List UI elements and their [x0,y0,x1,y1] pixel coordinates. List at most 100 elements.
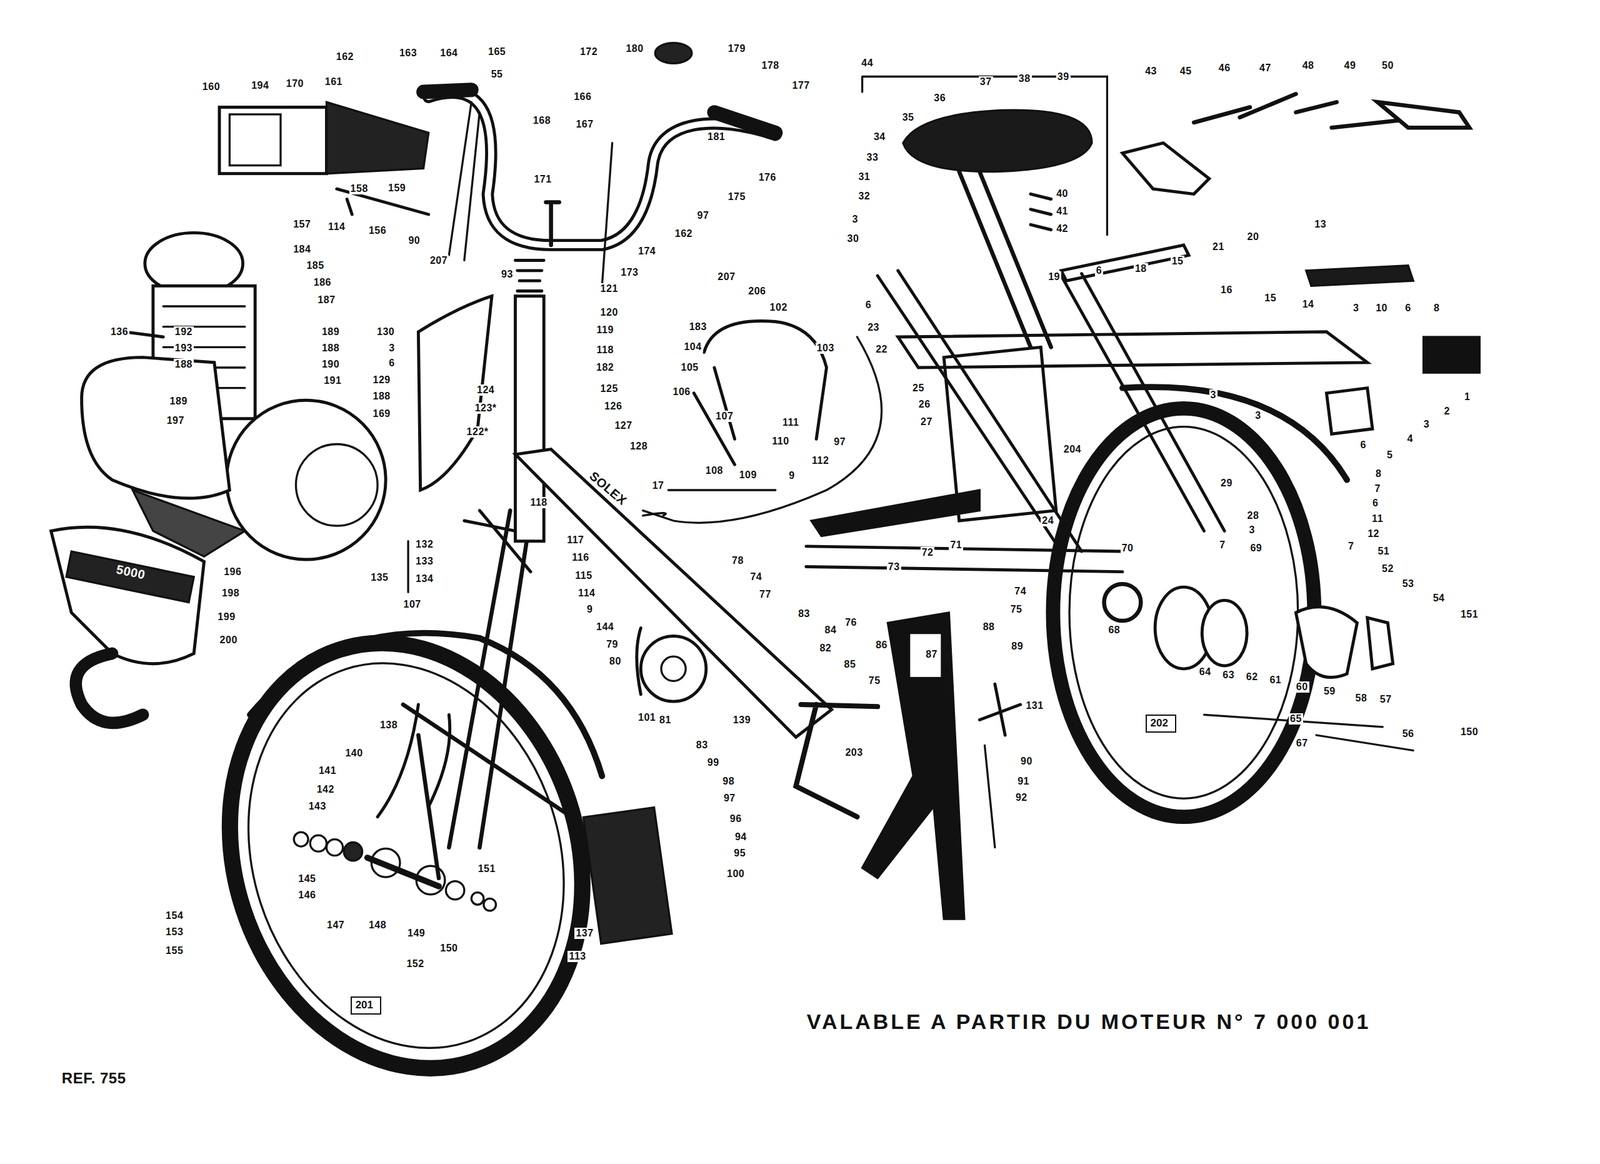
callout-number: 149 [406,927,427,939]
callout-number: 52 [1380,563,1395,575]
callout-number: 7 [1218,539,1227,551]
callout-number: 9 [787,470,796,482]
callout-number: 169 [371,408,392,420]
callout-number: 183 [688,321,709,333]
callout-number: 131 [1024,700,1045,712]
callout-number: 114 [326,221,347,233]
callout-number: 157 [291,218,312,230]
callout-number: 106 [671,386,692,398]
callout-number: 40 [1055,188,1070,200]
callout-number: 6 [387,357,396,369]
callout-number: 25 [911,382,926,394]
validity-note: VALABLE A PARTIR DU MOTEUR N° 7 000 001 [806,1010,1372,1034]
callout-number: 76 [843,616,859,629]
callout-number: 153 [164,926,185,938]
callout-number: 3 [1422,418,1431,430]
callout-number: 181 [706,131,727,143]
callout-number: 84 [823,624,839,636]
callout-number: 133 [414,555,435,567]
callout-number: 54 [1431,592,1447,604]
callout-number: 51 [1376,545,1391,557]
callout-number: 136 [109,326,130,338]
callout-number: 43 [1143,65,1159,77]
callout-number: 107 [714,410,735,422]
callout-number: 101 [636,711,657,724]
callout-number: 4 [1406,433,1415,445]
callout-number: 145 [296,873,317,885]
callout-number: 128 [628,440,649,452]
callout-number: 6 [1403,302,1412,314]
callout-number: 197 [165,415,186,427]
callout-number: 187 [316,294,337,306]
callout-number: 105 [680,361,700,374]
callout-number: 20 [1245,231,1260,243]
callout-number: 31 [856,171,872,183]
callout-number: 17 [651,480,666,492]
callout-number: 139 [731,714,752,726]
callout-number: 69 [1248,542,1264,554]
callout-number: 78 [730,555,745,567]
callout-number: 112 [810,455,830,467]
callout-number: 75 [867,675,882,687]
callout-number: 115 [573,570,594,582]
callout-number: 90 [406,235,422,247]
callout-number: 41 [1055,205,1070,217]
callout-number: 189 [168,395,189,407]
callout-number: 138 [378,719,399,731]
callout-number: 176 [757,171,778,184]
callout-number: 87 [924,648,939,660]
callout-number: 172 [578,46,599,58]
callout-number: 16 [1219,284,1234,296]
callout-number: 135 [369,571,390,584]
callout-number: 18 [1133,263,1149,275]
callout-number: 83 [695,739,710,751]
callout-number: 129 [371,374,392,386]
callout-number: 79 [605,638,620,650]
callout-number: 177 [791,80,812,92]
callout-number: 104 [682,341,703,353]
callout-number: 81 [658,714,673,726]
callout-number: 3 [850,213,859,225]
callout-number: 150 [438,942,459,954]
callout-number: 56 [1401,728,1416,740]
callout-number: 110 [770,435,790,447]
callout-number: 188 [173,358,194,370]
callout-number: 7 [1346,540,1355,552]
callout-number: 28 [1245,510,1260,522]
callout-number: 170 [285,78,305,90]
callout-number: 3 [1351,302,1360,314]
callout-number: 99 [706,756,721,769]
callout-number: 116 [570,551,590,564]
callout-number: 124 [475,384,496,396]
callout-number: 173 [619,266,640,279]
callout-number: 162 [335,51,355,63]
callout-number: 45 [1178,65,1194,77]
callout-number: 82 [818,642,833,654]
callout-number: 165 [486,46,507,58]
callout-number: 37 [978,76,994,88]
callout-number: 134 [414,573,435,585]
callout-number: 207 [716,271,737,283]
reference-note: REF. 755 [60,1070,128,1087]
box-text: 201 [351,997,380,1012]
callout-number: 188 [371,390,392,402]
callout-number: 203 [843,746,864,759]
callout-number: 127 [613,420,634,432]
callout-number: 57 [1378,693,1394,705]
callout-number: 163 [398,47,419,59]
callout-number: 72 [920,546,935,559]
callout-number: 94 [733,831,749,843]
box-text: 202 [1146,715,1175,730]
callout-number: 53 [1401,578,1416,590]
callout-number: 34 [872,131,887,143]
callout-number: 88 [981,621,997,633]
callout-number: 144 [595,621,615,633]
callout-number: 166 [572,91,593,103]
callout-number: 19 [1046,271,1062,283]
callout-number: 130 [375,326,396,338]
callout-number: 178 [760,60,781,72]
callout-number: 80 [608,655,623,667]
callout-number: 7 [1373,483,1382,495]
callout-number: 146 [296,889,317,901]
